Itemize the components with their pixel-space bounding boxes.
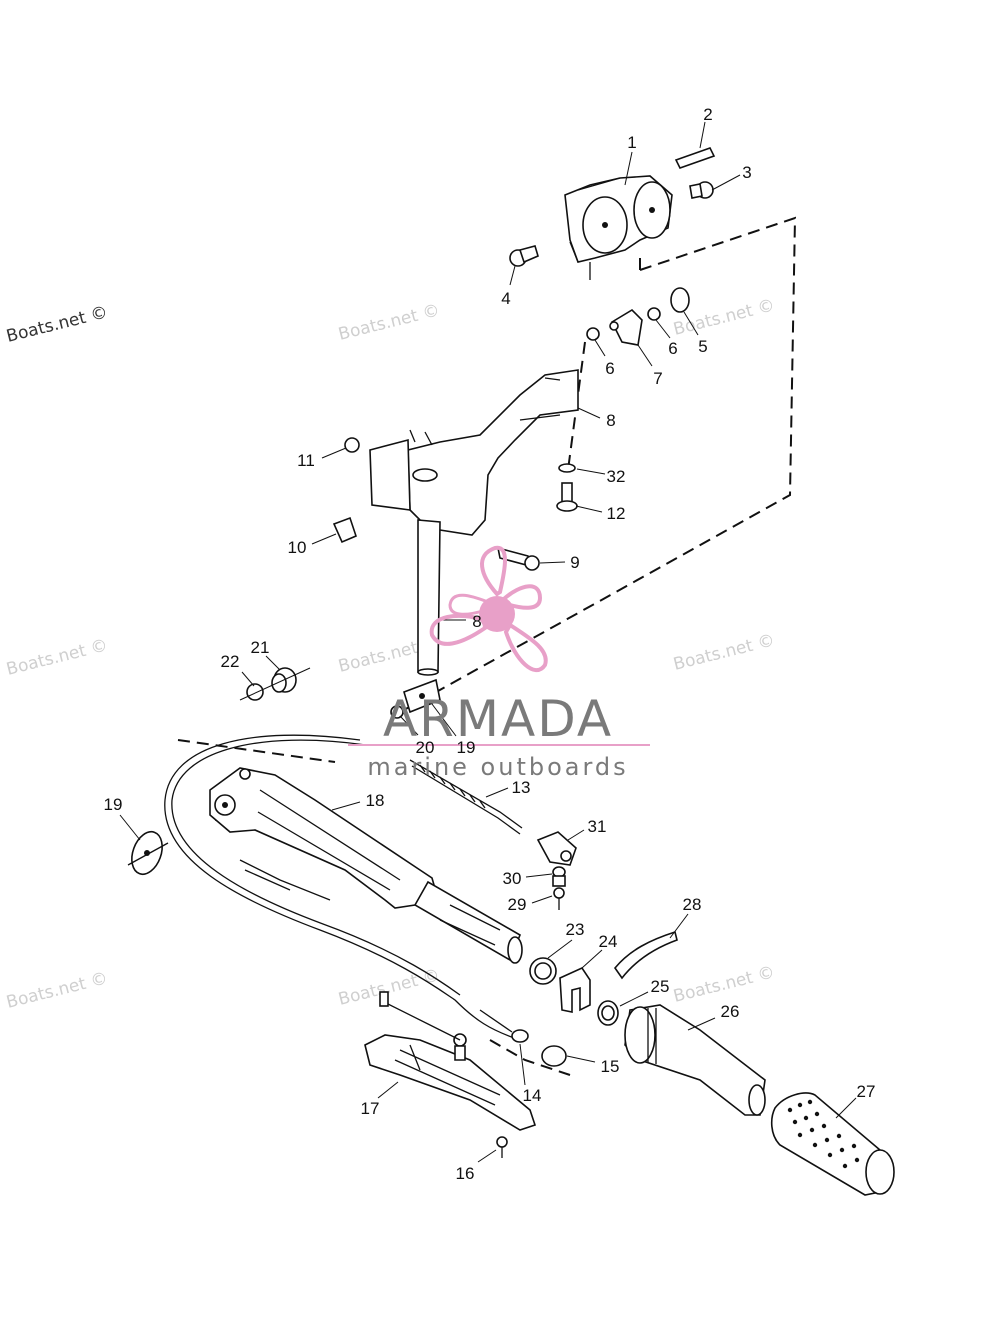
callout-4: 4 [501, 289, 510, 308]
callout-19: 19 [104, 795, 123, 814]
propeller-icon [429, 545, 548, 673]
part-7-plate [609, 308, 643, 346]
callout-8: 8 [472, 612, 481, 631]
watermark: Boats.net © [671, 630, 776, 674]
callout-29: 29 [508, 895, 527, 914]
callout-16: 16 [456, 1164, 475, 1183]
callout-26: 26 [721, 1002, 740, 1021]
watermark: Boats.net © [4, 635, 109, 679]
callout-6: 6 [668, 339, 677, 358]
part-16-screw [496, 1136, 508, 1158]
part-32-washer [558, 463, 576, 473]
callout-7: 7 [653, 369, 662, 388]
part-2-pin [674, 147, 716, 169]
part-13-throttle-shaft [409, 759, 523, 835]
callout-1: 1 [627, 133, 636, 152]
part-18-tiller-handle [209, 767, 523, 964]
part-26-grip-core [624, 1004, 766, 1116]
cable [164, 734, 521, 1041]
part-10-block [332, 516, 357, 544]
leader-lines [119, 121, 857, 1163]
part-17-switch [364, 991, 537, 1131]
part-11-nut [344, 437, 360, 453]
callout-19: 19 [457, 738, 476, 757]
part-22-nut [246, 683, 264, 701]
callout-18: 18 [366, 791, 385, 810]
callout-21: 21 [251, 638, 270, 657]
part-30-nut [552, 866, 566, 887]
part-31-block [536, 831, 577, 866]
callout-23: 23 [566, 920, 585, 939]
callout-30: 30 [503, 869, 522, 888]
callout-31: 31 [588, 817, 607, 836]
part-21-bushing [271, 667, 297, 693]
part-5-clip [670, 287, 690, 313]
callout-28: 28 [683, 895, 702, 914]
part-19-washer [403, 678, 441, 714]
watermark: Boats.net © [671, 962, 776, 1006]
callout-9: 9 [570, 553, 579, 572]
callout-27: 27 [857, 1082, 876, 1101]
watermark: Boats.net © [4, 968, 109, 1012]
callout-15: 15 [601, 1057, 620, 1076]
callout-14: 14 [523, 1086, 542, 1105]
part-20-nut [390, 705, 404, 719]
part-24-clip [559, 966, 591, 1013]
part-28-strip [613, 930, 678, 980]
callout-11: 11 [297, 451, 315, 470]
callout-24: 24 [599, 932, 618, 951]
callout-5: 5 [698, 337, 707, 356]
callout-2: 2 [703, 105, 712, 124]
part-14-connector [479, 1009, 529, 1043]
callout-13: 13 [512, 778, 531, 797]
callout-22: 22 [221, 652, 240, 671]
part-12-bolt [556, 482, 578, 512]
callout-8: 8 [606, 411, 615, 430]
part-29-screw [553, 887, 565, 910]
watermark: Boats.net © [336, 300, 441, 344]
callout-20: 20 [416, 738, 435, 757]
part-27-grip [770, 1092, 895, 1196]
part-1-bracket [564, 175, 673, 280]
logo-name: ARMADA [383, 690, 613, 748]
callouts: 1 2 3 4 5 6 6 7 8 32 11 12 10 9 8 22 21 … [104, 105, 876, 1183]
callout-25: 25 [651, 977, 670, 996]
callout-12: 12 [607, 504, 626, 523]
part-23-ring [529, 957, 557, 985]
part-9-pin [496, 546, 540, 571]
callout-6: 6 [605, 359, 614, 378]
callout-10: 10 [288, 538, 307, 557]
part-3-screw [689, 181, 714, 199]
callout-32: 32 [607, 467, 626, 486]
part-8-shaft [417, 519, 441, 676]
part-6-nut [586, 307, 661, 341]
logo-tagline: marine outboards [367, 753, 628, 781]
part-15-plug [541, 1045, 567, 1067]
watermark-dark: Boats.net © [4, 302, 109, 346]
part-25-ring [597, 1000, 619, 1026]
part-19-washer-left [127, 830, 169, 876]
callout-3: 3 [742, 163, 751, 182]
part-8-upper-arm [369, 369, 579, 536]
armada-logo: ARMADA marine outboards [348, 545, 650, 781]
part-4-screw [509, 245, 539, 267]
callout-17: 17 [361, 1099, 380, 1118]
